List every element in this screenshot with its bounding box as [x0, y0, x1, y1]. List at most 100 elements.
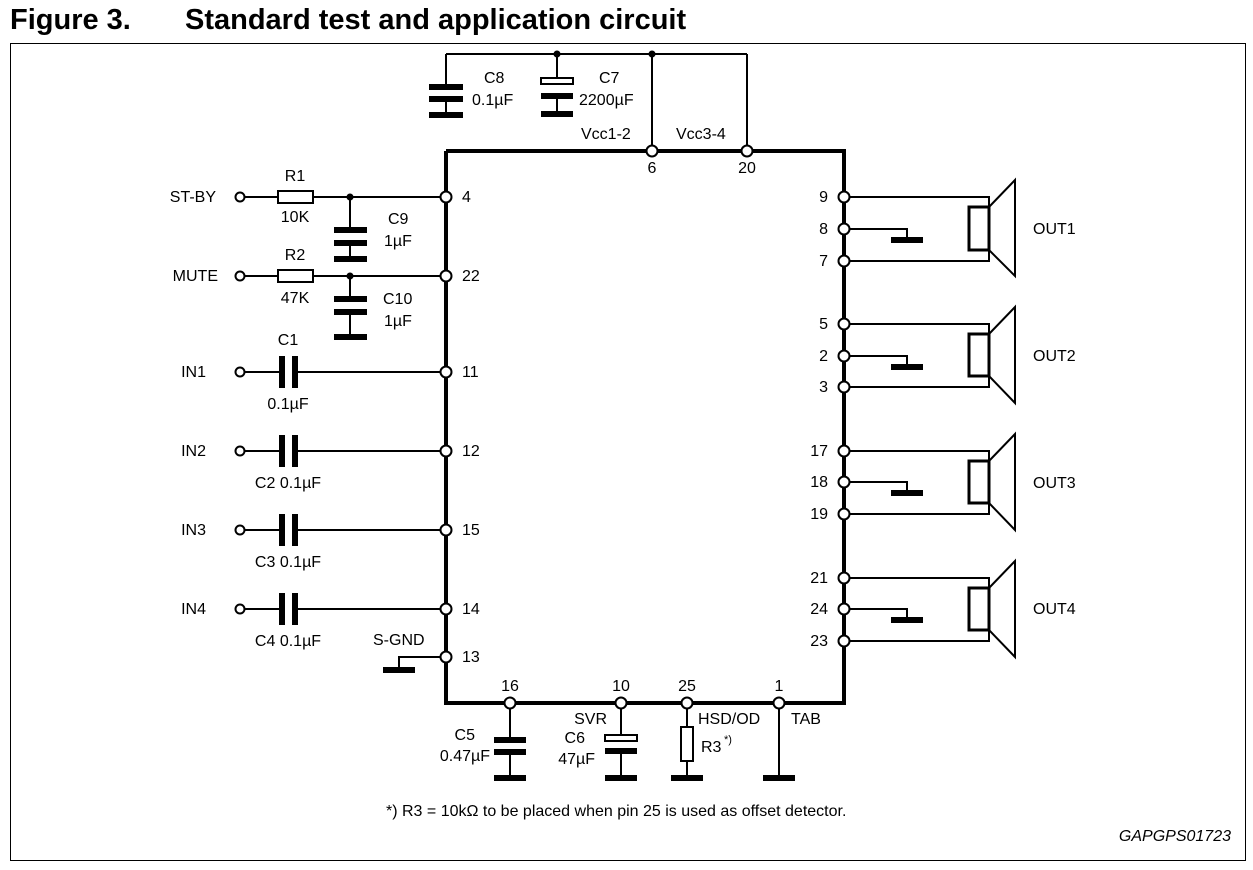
- c5-name: C5: [455, 727, 476, 744]
- c3-label: C3 0.1µF: [255, 554, 321, 571]
- pin-13: [439, 650, 453, 664]
- pin-3-number: 3: [819, 379, 828, 396]
- c7-value: 2200µF: [579, 92, 634, 109]
- r2-value: 47K: [281, 290, 310, 307]
- pin-4: [439, 190, 453, 204]
- pin-12: [439, 444, 453, 458]
- pin-16-number: 16: [501, 678, 519, 695]
- pin-6-number: 6: [648, 160, 657, 177]
- pin-14: [439, 602, 453, 616]
- r3-circuit: 25 HSD/OD R3 *): [671, 678, 760, 781]
- pin-17-number: 17: [810, 443, 828, 460]
- pin-11-number: 11: [462, 364, 479, 381]
- pin-15-number: 15: [462, 522, 480, 539]
- tab-ground: 1 TAB: [763, 678, 821, 781]
- figure-code: GAPGPS01723: [1119, 828, 1231, 845]
- pin-9-number: 9: [819, 189, 828, 206]
- out4-label: OUT4: [1033, 601, 1076, 618]
- c10-name: C10: [383, 291, 412, 308]
- pin-2: [837, 349, 851, 363]
- capacitor-c7: [540, 54, 574, 117]
- pin-5: [837, 317, 851, 331]
- input-in3: IN3 C3 0.1µF 15: [181, 514, 480, 571]
- c7-name: C7: [599, 70, 620, 87]
- pin-6: [645, 144, 659, 158]
- input-in1: IN1 C1 0.1µF 11: [181, 332, 479, 413]
- in4-terminal-label: IN4: [181, 601, 206, 618]
- pin-25-number: 25: [678, 678, 696, 695]
- r3-name: R3: [701, 739, 722, 756]
- svr-label: SVR: [574, 711, 607, 728]
- pin-5-number: 5: [819, 316, 828, 333]
- vcc12-label: Vcc1-2: [581, 126, 631, 143]
- pin-9: [837, 190, 851, 204]
- signal-ground: S-GND 13: [373, 632, 480, 673]
- pin-18: [837, 475, 851, 489]
- pin-4-number: 4: [462, 189, 471, 206]
- pin-8-number: 8: [819, 221, 828, 238]
- sgnd-label: S-GND: [373, 632, 425, 649]
- in2-terminal-label: IN2: [181, 443, 206, 460]
- c6-value: 47µF: [558, 751, 595, 768]
- r1-value: 10K: [281, 209, 310, 226]
- pin-19-number: 19: [810, 506, 828, 523]
- c6-circuit: 10 SVR C6 47µF: [558, 678, 638, 781]
- pin-24-number: 24: [810, 601, 828, 618]
- pin-22-number: 22: [462, 268, 480, 285]
- input-in2: IN2 C2 0.1µF 12: [181, 435, 480, 492]
- mute-terminal-label: MUTE: [173, 268, 218, 285]
- pin-18-number: 18: [810, 474, 828, 491]
- out2-label: OUT2: [1033, 348, 1076, 365]
- footnote: *) R3 = 10kΩ to be placed when pin 25 is…: [386, 803, 846, 820]
- r3-footnote-mark: *): [724, 734, 732, 746]
- pin-10-number: 10: [612, 678, 630, 695]
- c5-value: 0.47µF: [440, 748, 490, 765]
- output-out3: 17 18 19 OUT3: [810, 431, 1076, 533]
- c9-name: C9: [388, 211, 409, 228]
- pin-25: [680, 696, 694, 710]
- pin-14-number: 14: [462, 601, 480, 618]
- c1-name: C1: [278, 332, 299, 349]
- pin-13-number: 13: [462, 649, 480, 666]
- in1-terminal-label: IN1: [181, 364, 206, 381]
- c8-name: C8: [484, 70, 505, 87]
- output-out4: 21 24 23 OUT4: [810, 558, 1076, 660]
- capacitor-c8: [429, 54, 463, 118]
- pin-7-number: 7: [819, 253, 828, 270]
- pin-17: [837, 444, 851, 458]
- pin-21-number: 21: [810, 570, 828, 587]
- pin-20: [740, 144, 754, 158]
- pin-20-number: 20: [738, 160, 756, 177]
- ic-body: [444, 149, 846, 705]
- pin-10: [614, 696, 628, 710]
- output-out1: 9 8 7 OUT1: [819, 177, 1076, 279]
- c4-label: C4 0.1µF: [255, 633, 321, 650]
- tab-label: TAB: [791, 711, 821, 728]
- pin-22: [439, 269, 453, 283]
- r2-name: R2: [285, 247, 306, 264]
- c9-value: 1µF: [384, 233, 412, 250]
- vcc34-label: Vcc3-4: [676, 126, 726, 143]
- mute-circuit: MUTE R2 47K C10 1µF 22: [173, 247, 480, 340]
- c1-value: 0.1µF: [267, 396, 308, 413]
- c6-name: C6: [565, 730, 586, 747]
- c2-label: C2 0.1µF: [255, 475, 321, 492]
- pin-7: [837, 254, 851, 268]
- circuit-schematic: C8 0.1µF C7 2200µF Vcc1-2 Vcc3-4 6 20 ST…: [170, 50, 1231, 845]
- pin-8: [837, 222, 851, 236]
- c5-circuit: 16 C5 0.47µF: [440, 678, 526, 781]
- input-in4: IN4 C4 0.1µF 14: [181, 593, 480, 650]
- supply-network: C8 0.1µF C7 2200µF Vcc1-2 Vcc3-4 6 20: [429, 50, 756, 177]
- schematic-frame: C8 0.1µF C7 2200µF Vcc1-2 Vcc3-4 6 20 ST…: [10, 43, 1246, 861]
- pin-12-number: 12: [462, 443, 480, 460]
- pin-16: [503, 696, 517, 710]
- pin-3: [837, 380, 851, 394]
- in3-terminal-label: IN3: [181, 522, 206, 539]
- stby-terminal-label: ST-BY: [170, 189, 217, 206]
- pin-2-number: 2: [819, 348, 828, 365]
- output-out2: 5 2 3 OUT2: [819, 304, 1076, 406]
- figure-number: Figure 3.: [10, 4, 131, 36]
- pin-1-number: 1: [775, 678, 784, 695]
- c10-value: 1µF: [384, 313, 412, 330]
- out3-label: OUT3: [1033, 475, 1076, 492]
